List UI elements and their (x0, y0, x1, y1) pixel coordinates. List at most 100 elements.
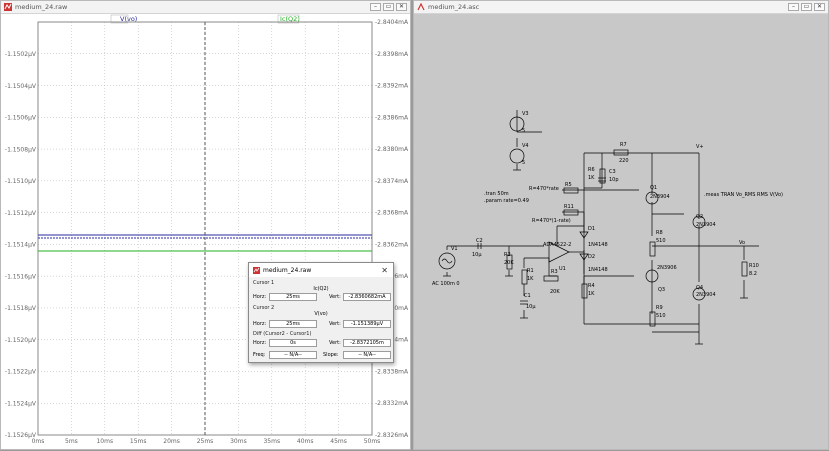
minimize-button[interactable]: – (370, 3, 381, 11)
r10-resistor-icon[interactable] (741, 261, 748, 277)
dialog-close-icon[interactable]: ✕ (381, 265, 388, 275)
d1-diode-icon[interactable] (579, 231, 589, 239)
y-left-tick: -1.1520µV (5, 337, 37, 344)
r3-resistor-icon[interactable] (543, 275, 559, 282)
meas-directive: .meas TRAN Vo_RMS RMS V(Vo) (704, 192, 783, 198)
v1-ac-spec: AC 100m 0 (432, 281, 460, 287)
q3-transistor-icon[interactable] (645, 269, 659, 283)
diff-vert-label: Vert: (329, 340, 341, 346)
r7-resistor-icon[interactable] (613, 149, 629, 156)
x-tick: 20ms (163, 438, 180, 445)
r6-resistor-icon[interactable] (599, 168, 606, 184)
dialog-app-icon (253, 266, 260, 274)
schematic-titlebar[interactable]: medium_24.asc – ▭ ✕ (414, 1, 828, 14)
x-tick: 35ms (263, 438, 280, 445)
q1-transistor-icon[interactable] (645, 191, 659, 205)
y-right-tick: -2.8386mA (375, 114, 409, 121)
cursor-dialog[interactable]: medium_24.raw ✕ Cursor 1 Ic(Q2) Horz: 25… (248, 262, 394, 363)
x-tick: 25ms (197, 438, 214, 445)
y-left-tick: -1.1522µV (5, 369, 37, 376)
cursor1-horz-label: Horz: (253, 294, 267, 300)
y-axis-right: -2.8404mA-2.8398mA-2.8392mA-2.8386mA-2.8… (375, 19, 409, 439)
r1-resistor-icon[interactable] (521, 269, 528, 285)
cursor1-vert-field[interactable]: -2.8360682mA (343, 293, 391, 301)
schematic-minimize-button[interactable]: – (788, 3, 799, 11)
r1-value: 1K (527, 276, 534, 282)
y-left-tick: -1.1508µV (5, 146, 37, 153)
q1-label: Q1 (650, 185, 657, 191)
cursor-dialog-title: medium_24.raw (263, 266, 312, 274)
waveform-plot[interactable]: -1.1502µV-1.1504µV-1.1506µV-1.1508µV-1.1… (1, 14, 412, 451)
trace-label-v-vo[interactable]: V(vo) (120, 15, 137, 23)
v4-source-icon[interactable] (509, 148, 525, 164)
y-right-tick: -2.8326mA (375, 432, 409, 439)
r11-resistor-icon[interactable] (563, 209, 579, 216)
schematic-close-button[interactable]: ✕ (814, 3, 825, 11)
cursor2-vert-field[interactable]: -1.151389µV (343, 320, 391, 328)
cursor2-trace-name: V(vo) (314, 311, 328, 317)
schematic-components (438, 116, 748, 327)
freq-field[interactable]: -- N/A-- (269, 351, 317, 359)
d2-type: 1N4148 (588, 267, 608, 273)
r8-resistor-icon[interactable] (649, 241, 656, 257)
schematic-restore-button[interactable]: ▭ (801, 3, 812, 11)
y-right-tick: -2.8404mA (375, 19, 409, 26)
cursor2-horz-field[interactable]: 25ms (269, 320, 317, 328)
r6-label: R6 (588, 167, 595, 173)
y-left-tick: -1.1502µV (5, 51, 37, 58)
q2-type: 2N3904 (696, 222, 716, 228)
q3-type: 2N3906 (657, 265, 677, 271)
schematic-wires (446, 110, 759, 345)
diff-horz-field[interactable]: 0s (269, 339, 317, 347)
cursor-dialog-titlebar[interactable]: medium_24.raw ✕ (249, 263, 393, 277)
v1-source-icon[interactable] (438, 252, 456, 270)
d1-type: 1N4148 (588, 242, 608, 248)
cursor2-section-label: Cursor 2 (253, 305, 275, 311)
c3-value: 10p (609, 177, 619, 183)
waveform-window[interactable]: medium_24.raw – ▭ ✕ -1.1502µV -1.1504µV -1… (0, 0, 411, 450)
x-tick: 45ms (330, 438, 347, 445)
y-right-tick: -2.8374mA (375, 178, 409, 185)
d2-diode-icon[interactable] (579, 253, 589, 261)
schematic-canvas[interactable]: V3 5 V4 5 R7 220 V+ R6 1K C3 10p R5 R=47… (414, 14, 829, 451)
q4-transistor-icon[interactable] (692, 287, 706, 301)
c1-value: 10µ (526, 304, 536, 310)
x-tick: 5ms (65, 438, 78, 445)
r11-expression: R=470*(1-rate) (532, 218, 571, 224)
r4-resistor-icon[interactable] (581, 283, 588, 299)
slope-field[interactable]: -- N/A-- (343, 351, 391, 359)
r8-value: 510 (656, 238, 666, 244)
x-tick: 10ms (96, 438, 113, 445)
r5-expression: R=470*rate (529, 186, 559, 192)
x-tick: 0ms (32, 438, 45, 445)
r4-label: R4 (588, 283, 595, 289)
u1-opamp-icon[interactable] (548, 241, 570, 263)
r5-resistor-icon[interactable] (563, 187, 579, 194)
close-button[interactable]: ✕ (396, 3, 407, 11)
y-right-tick: -2.8380mA (375, 146, 409, 153)
schematic-window[interactable]: medium_24.asc – ▭ ✕ (413, 0, 829, 450)
c1-label: C1 (524, 293, 531, 299)
restore-button[interactable]: ▭ (383, 3, 394, 11)
r2-resistor-icon[interactable] (506, 254, 513, 270)
diff-vert-field[interactable]: -2.8372105m (343, 339, 391, 347)
y-left-tick: -1.1518µV (5, 305, 37, 312)
y-right-tick: -2.8392mA (375, 83, 409, 90)
v3-source-icon[interactable] (509, 116, 525, 132)
r9-resistor-icon[interactable] (649, 311, 656, 327)
y-left-tick: -1.1526µV (5, 432, 37, 439)
q3-label: Q3 (658, 287, 665, 293)
waveform-titlebar[interactable]: medium_24.raw – ▭ ✕ (1, 1, 410, 14)
u1-label: U1 (559, 266, 566, 272)
waveform-app-icon (4, 3, 12, 11)
cursor1-trace-name: Ic(Q2) (313, 286, 329, 292)
r7-value: 220 (619, 158, 629, 164)
v4-value: 5 (522, 160, 525, 166)
v1-label: V1 (451, 246, 458, 252)
cursor1-horz-field[interactable]: 25ms (269, 293, 317, 301)
v3-value: 5 (522, 128, 525, 134)
y-left-tick: -1.1504µV (5, 83, 37, 90)
q2-transistor-icon[interactable] (692, 215, 706, 229)
r10-value: 8.2 (749, 271, 757, 277)
trace-label-ic-q2[interactable]: Ic(Q2) (280, 15, 300, 23)
